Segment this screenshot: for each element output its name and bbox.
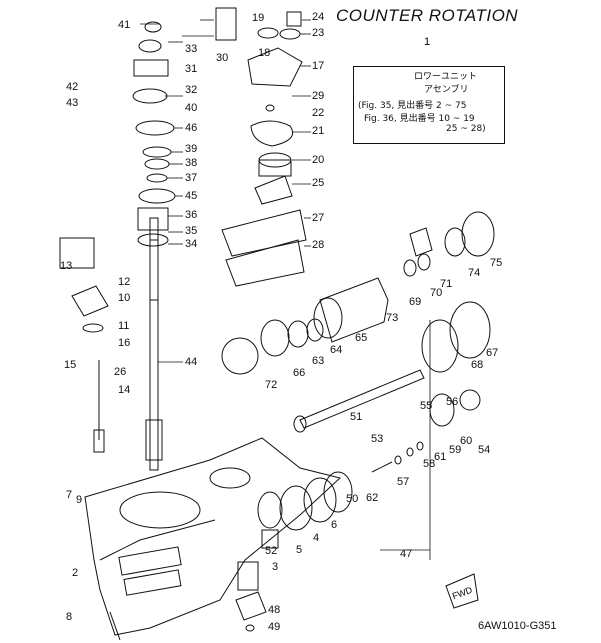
- part-label-17: 17: [312, 60, 324, 72]
- fwd-arrow: [445, 573, 479, 609]
- part-label-46: 46: [185, 122, 197, 134]
- part-label-42: 42: [66, 81, 78, 93]
- part-label-18: 18: [258, 47, 270, 59]
- part-label-10: 10: [118, 292, 130, 304]
- part-label-57: 57: [397, 476, 409, 488]
- part-label-52: 52: [265, 545, 277, 557]
- part-label-69: 69: [409, 296, 421, 308]
- part-label-41: 41: [118, 19, 130, 31]
- part-label-15: 15: [64, 359, 76, 371]
- part-label-68: 68: [471, 359, 483, 371]
- part-label-11: 11: [118, 320, 129, 332]
- part-label-64: 64: [330, 344, 342, 356]
- propshaft-group: [221, 211, 495, 473]
- gear-group: [235, 471, 353, 632]
- part-label-43: 43: [66, 97, 78, 109]
- part-label-39: 39: [185, 143, 197, 155]
- note-line-3: (Fig. 35, 見出番号 2 ~ 75: [358, 101, 467, 111]
- part-label-29: 29: [312, 90, 324, 102]
- part-label-50: 50: [346, 493, 358, 505]
- part-label-65: 65: [355, 332, 367, 344]
- shift-group: [59, 237, 109, 453]
- part-label-24: 24: [312, 11, 324, 23]
- part-label-67: 67: [486, 347, 498, 359]
- part-label-32: 32: [185, 84, 197, 96]
- note-line-2: アセンブリ: [424, 85, 469, 95]
- part-label-54: 54: [478, 444, 490, 456]
- note-ref-number: 1: [424, 36, 431, 48]
- part-label-20: 20: [312, 154, 324, 166]
- part-label-38: 38: [185, 157, 197, 169]
- part-label-59: 59: [449, 444, 461, 456]
- drawing-code: 6AW1010-G351: [478, 620, 557, 632]
- part-label-61: 61: [434, 451, 446, 463]
- part-label-66: 66: [293, 367, 305, 379]
- part-label-48: 48: [268, 604, 280, 616]
- part-label-5: 5: [296, 544, 302, 556]
- part-label-7: 7: [66, 489, 72, 501]
- part-label-34: 34: [185, 238, 197, 250]
- part-label-75: 75: [490, 257, 502, 269]
- part-label-14: 14: [118, 384, 130, 396]
- upper-stack: [132, 21, 176, 247]
- part-label-26: 26: [114, 366, 126, 378]
- part-label-62: 62: [366, 492, 378, 504]
- part-label-22: 22: [312, 107, 324, 119]
- part-label-73: 73: [386, 312, 398, 324]
- part-label-56: 56: [446, 396, 458, 408]
- part-label-2: 2: [72, 567, 78, 579]
- assembly-note-box: ロワーユニット アセンブリ (Fig. 35, 見出番号 2 ~ 75 Fig.…: [353, 66, 505, 144]
- part-label-28: 28: [312, 239, 324, 251]
- part-label-74: 74: [468, 267, 480, 279]
- part-label-36: 36: [185, 209, 197, 221]
- part-label-27: 27: [312, 212, 324, 224]
- part-label-30: 30: [216, 52, 228, 64]
- part-label-33: 33: [185, 43, 197, 55]
- part-label-16: 16: [118, 337, 130, 349]
- part-label-51: 51: [350, 411, 362, 423]
- part-label-9: 9: [76, 494, 82, 506]
- part-label-6: 6: [331, 519, 337, 531]
- part-label-44: 44: [185, 356, 197, 368]
- part-label-13: 13: [60, 260, 72, 272]
- part-label-12: 12: [118, 276, 130, 288]
- part-label-55: 55: [420, 400, 432, 412]
- lower-casing: [84, 437, 342, 641]
- drive-shaft: [145, 217, 163, 471]
- part-label-23: 23: [312, 27, 324, 39]
- water-pump: [215, 7, 307, 287]
- part-label-40: 40: [185, 102, 197, 114]
- part-label-37: 37: [185, 172, 197, 184]
- part-label-19: 19: [252, 12, 264, 24]
- part-label-72: 72: [265, 379, 277, 391]
- part-label-63: 63: [312, 355, 324, 367]
- part-label-31: 31: [185, 63, 197, 75]
- part-label-35: 35: [185, 225, 197, 237]
- part-label-3: 3: [272, 561, 278, 573]
- leader-lines: [140, 19, 431, 560]
- part-label-71: 71: [440, 278, 452, 290]
- note-line-5: 25 ~ 28): [446, 124, 486, 134]
- part-label-4: 4: [313, 532, 319, 544]
- part-label-45: 45: [185, 190, 197, 202]
- part-label-70: 70: [430, 287, 442, 299]
- part-label-53: 53: [371, 433, 383, 445]
- note-line-4: Fig. 36, 見出番号 10 ~ 19: [364, 114, 475, 124]
- note-line-1: ロワーユニット: [414, 72, 478, 82]
- part-label-25: 25: [312, 177, 324, 189]
- part-label-8: 8: [66, 611, 72, 623]
- page-title: COUNTER ROTATION: [336, 6, 519, 25]
- part-label-58: 58: [423, 458, 435, 470]
- part-label-60: 60: [460, 435, 472, 447]
- part-label-49: 49: [268, 621, 280, 633]
- part-label-21: 21: [312, 125, 324, 137]
- part-label-47: 47: [400, 548, 412, 560]
